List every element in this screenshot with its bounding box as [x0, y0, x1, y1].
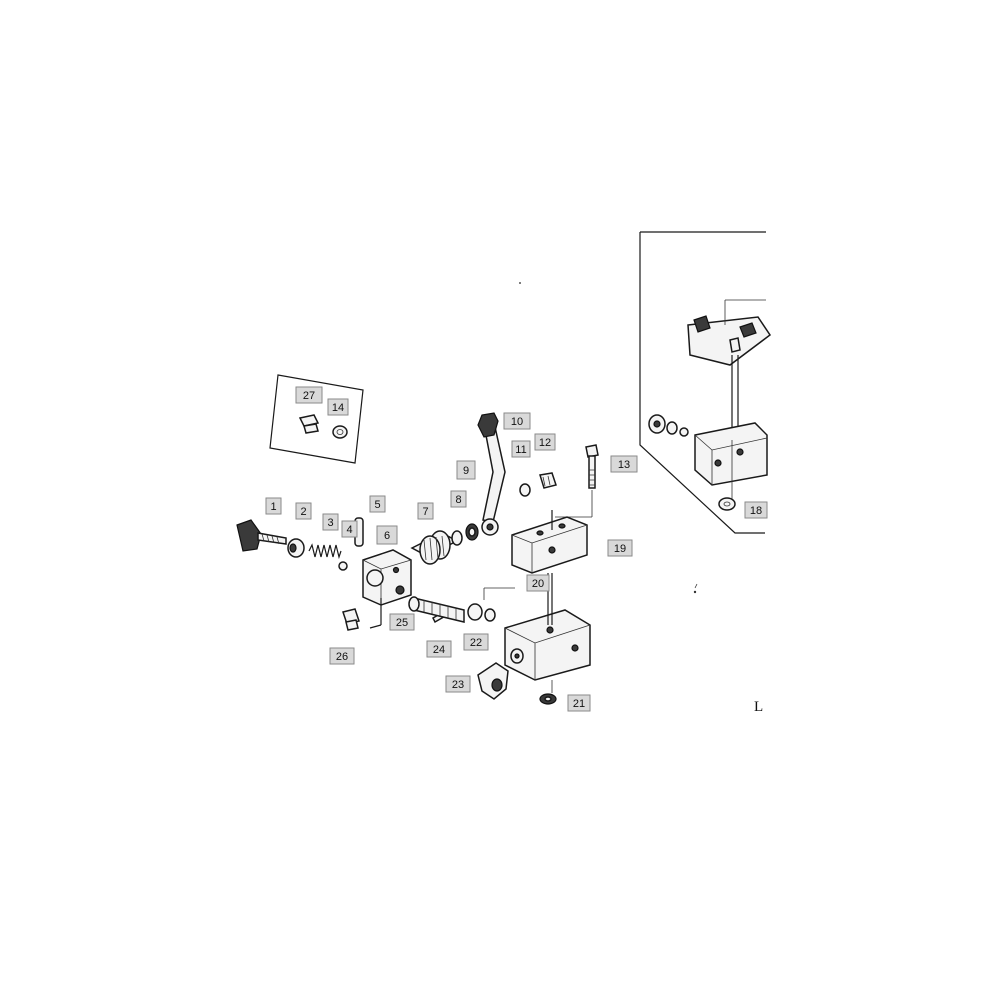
spring-part-3	[308, 543, 342, 560]
callout-label: 22	[470, 637, 482, 649]
callout-label: 1	[270, 501, 276, 513]
callout-8: 8	[450, 490, 467, 508]
lever-arm-part-9	[481, 426, 506, 536]
inset-valve-assembly	[639, 231, 772, 534]
callout-22: 22	[463, 633, 489, 651]
long-bolt-part-13	[555, 444, 599, 518]
callout-label: 4	[346, 524, 352, 536]
callout-label: 6	[384, 530, 390, 542]
knob-screw-part-1	[236, 519, 287, 552]
callout-label: 24	[433, 644, 445, 656]
washer-part-11	[519, 483, 531, 497]
callout-11: 11	[511, 440, 531, 458]
callout-label: 5	[374, 499, 380, 511]
housing-part-6	[362, 549, 412, 629]
callout-13: 13	[610, 455, 638, 473]
plug-part-27	[298, 414, 320, 434]
callout-19: 19	[607, 539, 633, 557]
callout-label: 14	[332, 402, 344, 414]
callout-26: 26	[329, 647, 355, 665]
callout-label: 10	[511, 416, 523, 428]
callout-4: 4	[341, 520, 358, 538]
washer-part-21	[539, 693, 557, 705]
ball-part-4	[338, 561, 348, 571]
valve-body-part-20	[483, 573, 591, 693]
callout-label: 11	[515, 444, 526, 456]
callout-label: 27	[303, 390, 315, 402]
callout-label: 2	[300, 506, 306, 518]
corner-letter: L	[754, 699, 763, 715]
washer-part-8	[465, 523, 479, 541]
elbow-fitting-part-23	[477, 662, 509, 700]
bolt-part-12	[539, 472, 557, 489]
callout-label: 19	[614, 543, 626, 555]
inset-small-parts	[269, 374, 364, 464]
plug-part-26	[342, 608, 360, 631]
gear-shaft-part-7	[410, 530, 463, 565]
lever-knob-part-10	[477, 412, 499, 438]
nut-part-2	[287, 538, 305, 558]
callout-6: 6	[376, 525, 398, 545]
callout-label: 18	[750, 505, 762, 517]
washer-part-14	[332, 425, 348, 439]
callout-27: 27	[295, 386, 323, 404]
callout-14: 14	[327, 398, 349, 416]
callout-5: 5	[369, 495, 386, 513]
callout-label: 3	[327, 517, 333, 529]
callout-label: 13	[618, 459, 630, 471]
callout-9: 9	[456, 460, 476, 480]
callout-label: 25	[396, 617, 408, 629]
callout-label: 20	[532, 578, 544, 590]
callout-23: 23	[445, 675, 471, 693]
callout-20: 20	[526, 574, 550, 592]
callout-label: 8	[455, 494, 461, 506]
callout-12: 12	[534, 433, 556, 451]
callout-10: 10	[503, 412, 531, 430]
fitting-part-22	[510, 648, 524, 664]
callout-label: 12	[539, 437, 551, 449]
callout-2: 2	[295, 502, 312, 520]
callout-label: 23	[452, 679, 464, 691]
callout-21: 21	[567, 694, 591, 712]
callout-25: 25	[389, 613, 415, 631]
callout-label: 21	[573, 698, 585, 710]
callout-18: 18	[744, 501, 768, 519]
callout-1: 1	[265, 497, 282, 515]
callout-label: 7	[422, 506, 428, 518]
callout-label: 9	[463, 465, 469, 477]
callout-3: 3	[322, 513, 339, 531]
callout-24: 24	[426, 640, 452, 658]
spacer-block-part-19	[511, 510, 588, 574]
callout-7: 7	[417, 502, 434, 520]
callout-label: 26	[336, 651, 348, 663]
spool-part-25	[408, 596, 496, 623]
